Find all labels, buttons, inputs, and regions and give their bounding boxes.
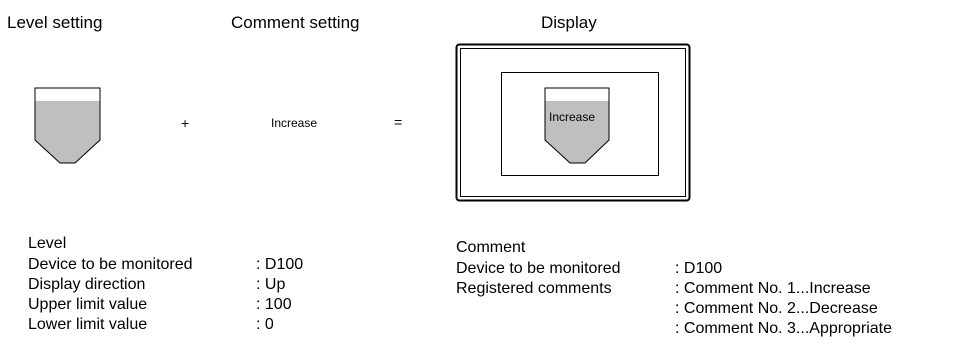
display-gauge-outline xyxy=(544,87,610,164)
level-info-label: Display direction xyxy=(28,276,146,293)
comment-setting-text: Increase xyxy=(271,116,318,130)
level-gauge-fill xyxy=(35,101,100,163)
display-outer-frame xyxy=(455,43,691,202)
level-setting-heading: Level setting xyxy=(7,13,103,32)
plus-sign: + xyxy=(181,115,190,131)
comment-info-value: : Comment No. 3...Appropriate xyxy=(675,320,892,337)
level-gauge xyxy=(34,87,101,164)
level-info-title: Level xyxy=(28,235,67,252)
display-comment-text: Increase xyxy=(549,110,596,124)
comment-setting-heading: Comment setting xyxy=(231,13,360,32)
comment-info-value: : Comment No. 1...Increase xyxy=(675,280,871,297)
level-info-value: : Up xyxy=(256,276,286,293)
comment-info-value: : Comment No. 2...Decrease xyxy=(675,300,878,317)
comment-info-title: Comment xyxy=(456,239,526,256)
level-info-label: Lower limit value xyxy=(28,316,148,333)
level-info-value: : 0 xyxy=(256,316,274,333)
level-info-value: : 100 xyxy=(256,296,292,313)
display-inner-frame xyxy=(460,48,686,197)
display-screen xyxy=(455,43,691,202)
display-gauge-fill xyxy=(545,101,609,163)
level-info-label: Upper limit value xyxy=(28,296,148,313)
comment-info-label: Registered comments xyxy=(456,280,612,297)
level-info-value: : D100 xyxy=(256,256,304,273)
comment-info-value: : D100 xyxy=(675,260,723,277)
equals-sign: = xyxy=(394,114,403,130)
level-gauge-outline xyxy=(34,87,101,164)
comment-info-label: Device to be monitored xyxy=(456,260,621,277)
display-heading: Display xyxy=(541,13,597,32)
level-info-label: Device to be monitored xyxy=(28,256,193,273)
